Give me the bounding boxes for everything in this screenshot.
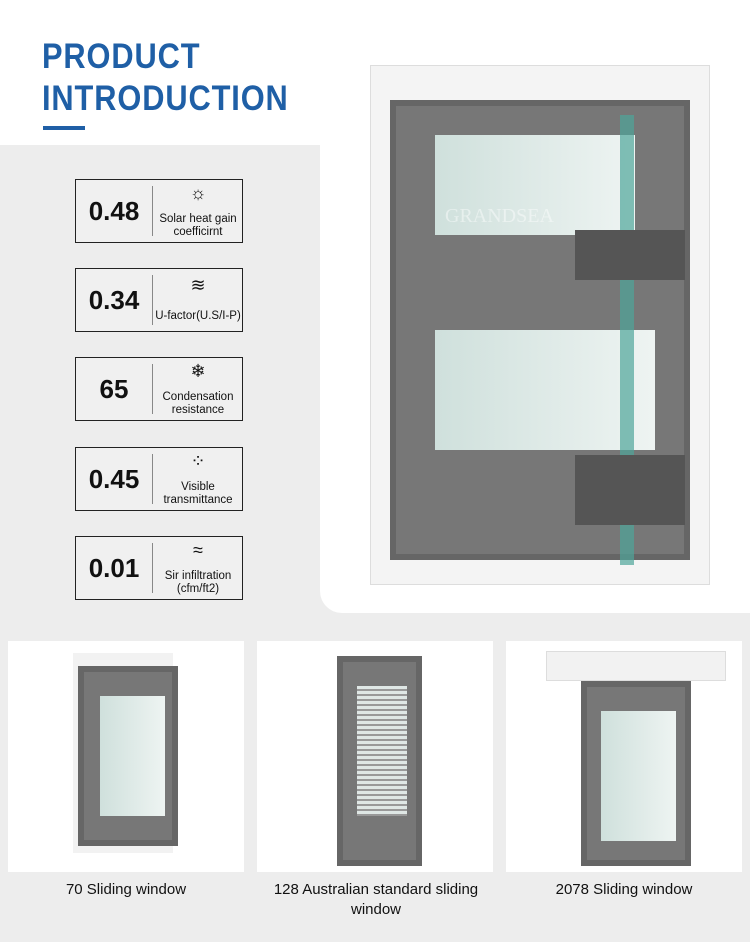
heat-waves-icon: ≋ (190, 275, 206, 295)
spec-air-infiltration: 0.01 ≈ Sir infiltration (cfm/ft2) (75, 536, 243, 600)
spec-value: 0.01 (88, 553, 140, 583)
spec-solar-heat-gain: 0.48 ☼ Solar heat gain coefficirnt (75, 179, 243, 243)
light-transmit-icon: ⁘ (190, 451, 206, 471)
wind-icon: ≈ (193, 540, 203, 560)
spec-label: Condensation resistance (162, 391, 234, 416)
product-caption: 2078 Sliding window (555, 881, 693, 898)
product-card-70[interactable] (8, 641, 244, 872)
spec-value: 0.34 (88, 285, 140, 315)
title-underline (43, 126, 85, 130)
product-caption: 128 Australian standard sliding window (273, 881, 479, 918)
spec-value: 0.48 (88, 196, 140, 226)
watermark: GRANDSEA (445, 205, 554, 227)
product-card-2078[interactable] (506, 641, 742, 872)
spec-visible-transmittance: 0.45 ⁘ Visible transmittance (75, 447, 243, 511)
product-card-128[interactable] (257, 641, 493, 872)
spec-u-factor: 0.34 ≋ U-factor(U.S/I-P) (75, 268, 243, 332)
spec-label: Visible transmittance (163, 481, 233, 506)
spec-label: Sir infiltration (cfm/ft2) (164, 570, 232, 595)
product-caption: 70 Sliding window (65, 881, 187, 898)
spec-value: 0.45 (88, 464, 140, 494)
spec-value: 65 (99, 374, 129, 404)
snowflake-icon: ❄ (190, 361, 206, 381)
spec-label: Solar heat gain coefficirnt (159, 213, 237, 238)
spec-condensation: 65 ❄ Condensation resistance (75, 357, 243, 421)
sun-heat-icon: ☼ (189, 183, 207, 203)
hero-window-image: GRANDSEA (320, 40, 750, 613)
spec-label: U-factor(U.S/I-P) (155, 310, 241, 322)
